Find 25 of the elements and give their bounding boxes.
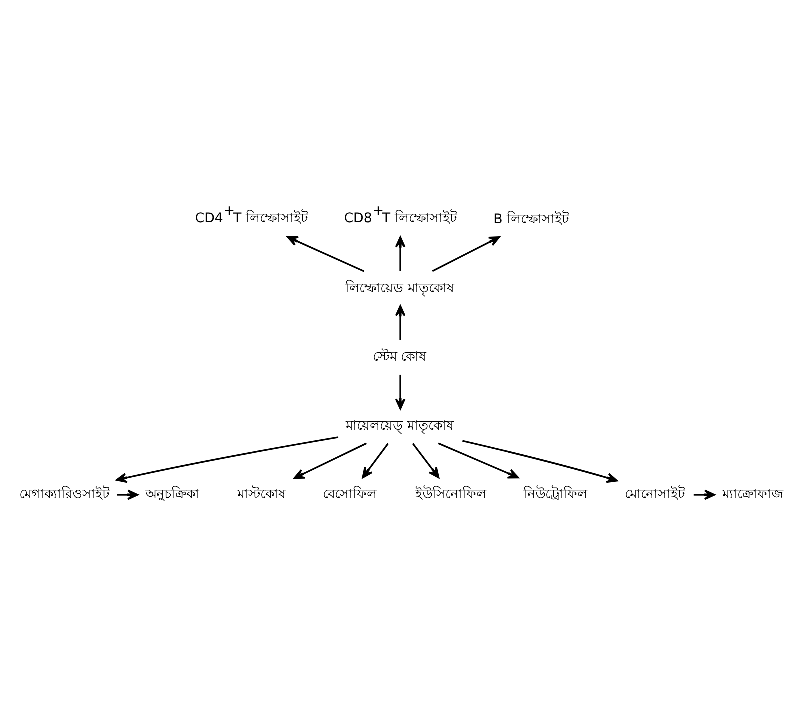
node-text: মাস্টকোষ	[237, 488, 286, 503]
arrow	[412, 443, 440, 479]
node-text: অনুচক্রিকা	[146, 488, 200, 503]
arrow	[287, 236, 365, 272]
arrow	[116, 436, 339, 484]
node-text: ইউসিনোফিল	[415, 488, 486, 503]
arrow	[395, 236, 406, 272]
node-text: বেসোফিল	[323, 488, 378, 503]
arrow	[432, 236, 500, 272]
arrow	[462, 440, 618, 484]
node-text: মেগাক্যারিওসাইট	[20, 488, 110, 503]
arrow	[294, 442, 368, 480]
arrow	[395, 374, 406, 410]
arrow	[395, 305, 406, 340]
arrow	[694, 490, 716, 500]
node-text: মায়েলয়েড্ মাতৃকোষ	[346, 418, 454, 434]
node-text: B লিম্ফোসাইট	[494, 212, 570, 228]
node-text: লিম্ফোয়েড মাতৃকোষ	[346, 281, 454, 296]
node-text: নিউট্রোফিল	[524, 488, 588, 503]
arrow	[362, 443, 389, 479]
arrow	[117, 490, 139, 500]
node-text: মোনোসাইট	[624, 488, 685, 503]
arrow	[438, 442, 520, 479]
node-text: ম্যাক্রোফাজ	[722, 488, 784, 503]
node-text: স্টেম কোষ	[372, 350, 426, 366]
